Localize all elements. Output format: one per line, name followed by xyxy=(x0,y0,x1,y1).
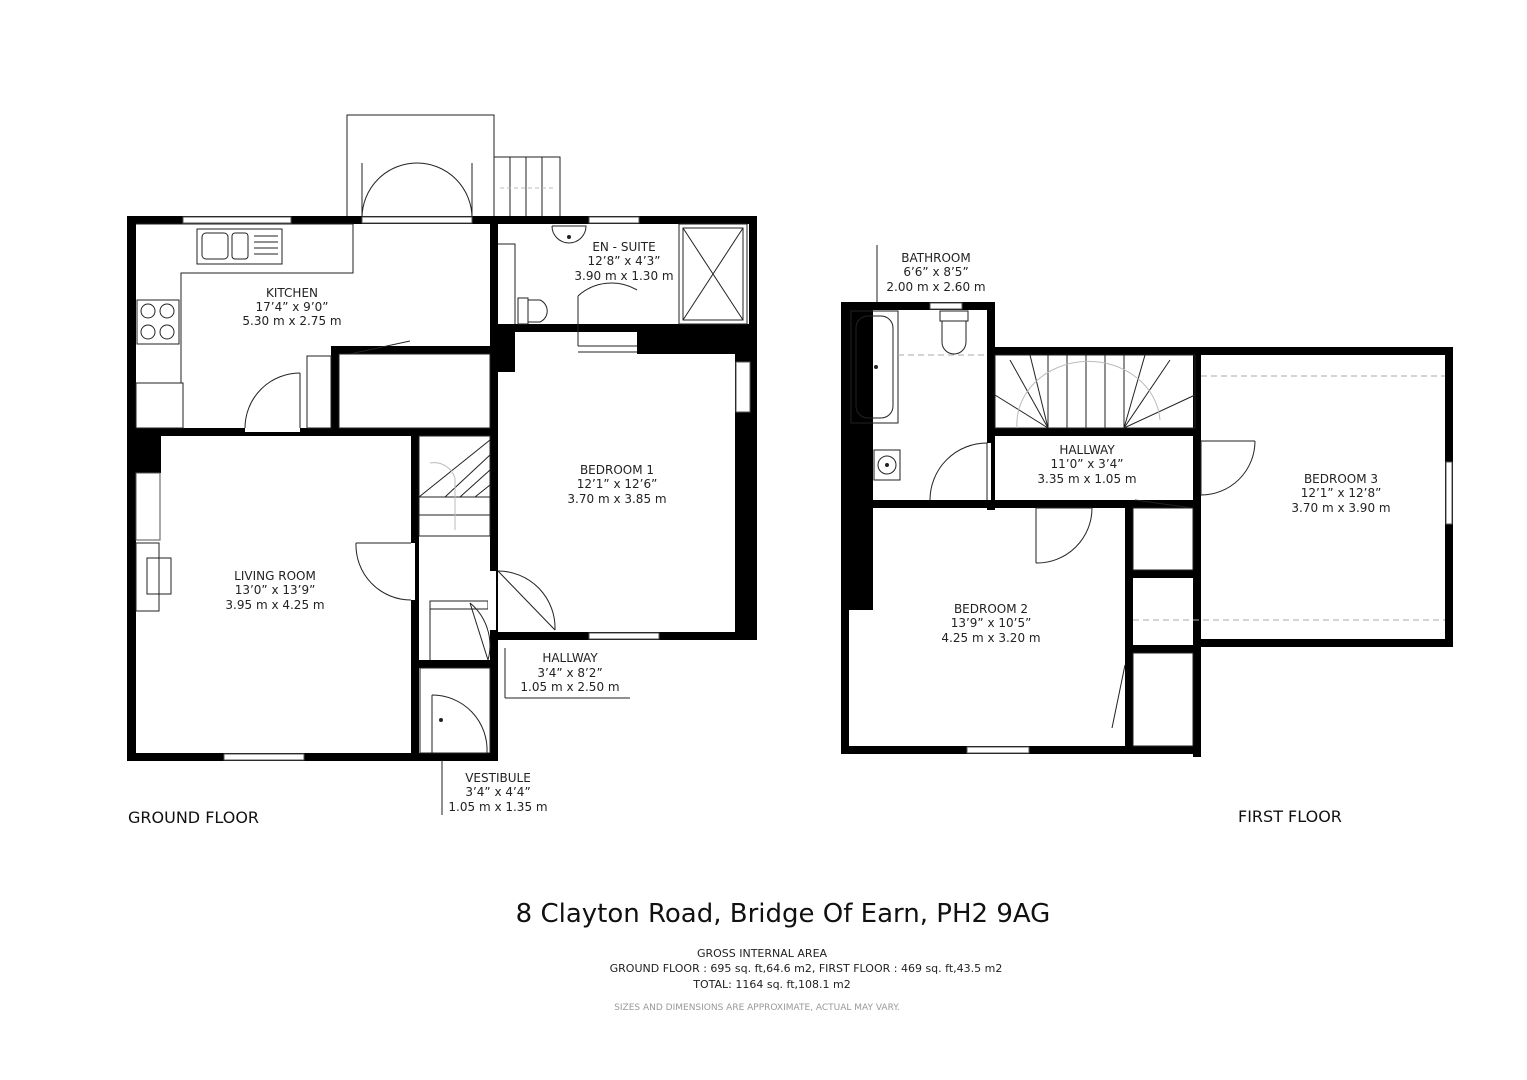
door-icon xyxy=(355,542,415,601)
room-dimensions-metric: 5.30 m x 2.75 m xyxy=(242,314,341,328)
staircase xyxy=(994,354,1196,429)
store xyxy=(338,353,491,429)
gia-title: GROSS INTERNAL AREA xyxy=(697,947,828,960)
room-dimensions-metric: 3.70 m x 3.90 m xyxy=(1291,501,1390,515)
room-dimensions-imperial: 6’6” x 8’5” xyxy=(903,265,968,279)
room-name: LIVING ROOM xyxy=(234,569,316,583)
door-icon xyxy=(349,340,411,355)
gia-total: TOTAL: 1164 sq. ft,108.1 m2 xyxy=(692,978,851,991)
sink-icon xyxy=(196,228,283,265)
door-icon xyxy=(1111,664,1126,729)
room-name: BATHROOM xyxy=(901,251,970,265)
window xyxy=(182,216,292,224)
room-name: BEDROOM 2 xyxy=(954,602,1028,616)
fridge xyxy=(135,382,184,429)
window xyxy=(223,753,305,761)
window xyxy=(929,302,963,310)
door-icon xyxy=(1200,440,1256,496)
toilet-icon xyxy=(939,310,969,355)
toilet-icon xyxy=(517,297,548,325)
door-icon xyxy=(244,372,301,432)
door-icon xyxy=(1035,507,1093,564)
room-dimensions-imperial: 17’4” x 9’0” xyxy=(256,300,329,314)
window xyxy=(588,216,640,224)
room-dimensions-imperial: 12’1” x 12’8” xyxy=(1301,486,1382,500)
bath-icon xyxy=(850,310,899,424)
room-labels: KITCHEN 17’4” x 9’0” 5.30 m x 2.75 m EN … xyxy=(225,240,1390,814)
ground-floor-label: GROUND FLOOR xyxy=(128,808,259,827)
staircase xyxy=(418,435,491,537)
door-icon xyxy=(1134,499,1193,509)
room-name: BEDROOM 1 xyxy=(580,463,654,477)
room-dimensions-imperial: 13’9” x 10’5” xyxy=(951,616,1032,630)
room-dimensions-metric: 1.05 m x 1.35 m xyxy=(448,800,547,814)
room-name: EN - SUITE xyxy=(592,240,655,254)
window xyxy=(135,472,161,541)
door-icon xyxy=(577,282,638,353)
cupboard xyxy=(1132,507,1194,571)
first-floor-plan xyxy=(841,245,1453,757)
room-dimensions-imperial: 12’1” x 12’6” xyxy=(577,477,658,491)
door-icon xyxy=(488,570,556,631)
room-dimensions-metric: 4.25 m x 3.20 m xyxy=(941,631,1040,645)
window xyxy=(588,632,660,640)
ground-floor-plan xyxy=(127,114,757,815)
double-door-icon xyxy=(361,162,473,219)
room-dimensions-metric: 3.90 m x 1.30 m xyxy=(574,269,673,283)
footer: 8 Clayton Road, Bridge Of Earn, PH2 9AG … xyxy=(516,899,1051,1013)
room-dimensions-metric: 3.95 m x 4.25 m xyxy=(225,598,324,612)
window xyxy=(1445,461,1453,525)
room-dimensions-imperial: 3’4” x 4’4” xyxy=(465,785,530,799)
room-name: VESTIBULE xyxy=(465,771,531,785)
room-dimensions-imperial: 12’8” x 4’3” xyxy=(588,254,661,268)
window xyxy=(361,216,473,224)
window xyxy=(735,361,751,413)
hob-icon xyxy=(136,299,180,345)
room-dimensions-metric: 1.05 m x 2.50 m xyxy=(520,680,619,694)
room-dimensions-metric: 3.70 m x 3.85 m xyxy=(567,492,666,506)
exterior-steps xyxy=(493,156,561,219)
first-floor-label: FIRST FLOOR xyxy=(1238,807,1342,826)
fireplace-icon xyxy=(135,542,172,612)
room-name: KITCHEN xyxy=(266,286,318,300)
room-name: BEDROOM 3 xyxy=(1304,472,1378,486)
room-name: HALLWAY xyxy=(1059,443,1115,457)
cupboard xyxy=(1132,652,1194,747)
door-icon xyxy=(929,442,991,501)
cupboard xyxy=(306,355,332,429)
room-dimensions-imperial: 11’0” x 3’4” xyxy=(1051,457,1124,471)
window xyxy=(966,746,1030,754)
property-address: 8 Clayton Road, Bridge Of Earn, PH2 9AG xyxy=(516,899,1051,929)
room-name: HALLWAY xyxy=(542,651,598,665)
gia-breakdown: GROUND FLOOR : 695 sq. ft,64.6 m2, FIRST… xyxy=(610,962,1003,975)
basin-icon xyxy=(551,225,587,244)
shower-icon xyxy=(678,223,748,325)
disclaimer: SIZES AND DIMENSIONS ARE APPROXIMATE, AC… xyxy=(614,1003,900,1013)
room-dimensions-imperial: 13’0” x 13’9” xyxy=(235,583,316,597)
room-dimensions-imperial: 3’4” x 8’2” xyxy=(537,666,602,680)
door-icon xyxy=(429,600,491,661)
room-dimensions-metric: 3.35 m x 1.05 m xyxy=(1037,472,1136,486)
front-door-icon xyxy=(431,694,488,754)
room-dimensions-metric: 2.00 m x 2.60 m xyxy=(886,280,985,294)
basin-icon xyxy=(873,449,901,481)
